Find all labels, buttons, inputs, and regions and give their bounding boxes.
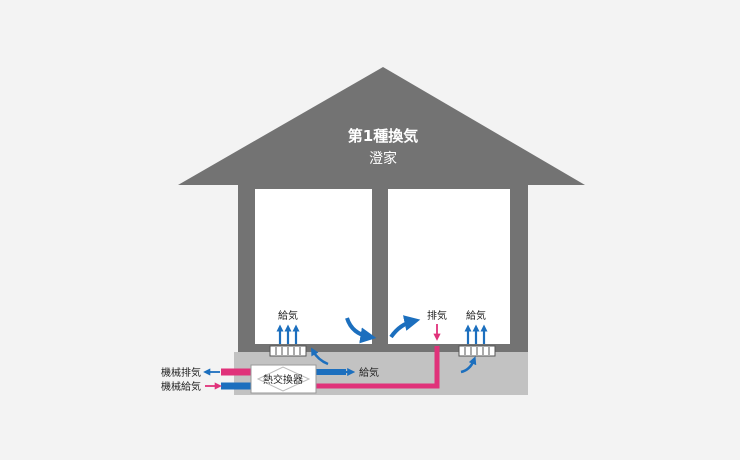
room-left [255,189,372,344]
airflow-curved-arrow-vent-left-icon [311,347,329,366]
mech-exhaust-label: 機械排気 [161,366,201,379]
supply-arrows-right-icon [464,324,488,344]
exhaust-duct [316,346,440,389]
supply-label-right: 給気 [466,309,486,322]
airflow-curved-arrow-vent-right-icon [460,356,477,374]
heat-exchanger-icon [250,364,317,394]
floor-vent-right-icon [458,345,496,357]
supply-label-left: 給気 [278,309,298,322]
mech-supply-label: 機械給気 [161,380,201,393]
airflow-curved-arrow-left-icon [345,317,377,344]
diagram-title: 第1種換気 [348,127,418,145]
exhaust-label-right: 排気 [427,309,447,322]
diagram-subtitle: 澄家 [369,150,397,167]
heat-exchanger-label: 熱交換器 [263,373,303,386]
airflow-curved-arrow-right-icon [389,315,421,339]
house-roof [178,67,585,185]
room-right [388,189,510,344]
supply-label-under: 給気 [359,366,379,379]
supply-arrows-left-icon [276,324,300,344]
floor-vent-left-icon [269,345,307,357]
